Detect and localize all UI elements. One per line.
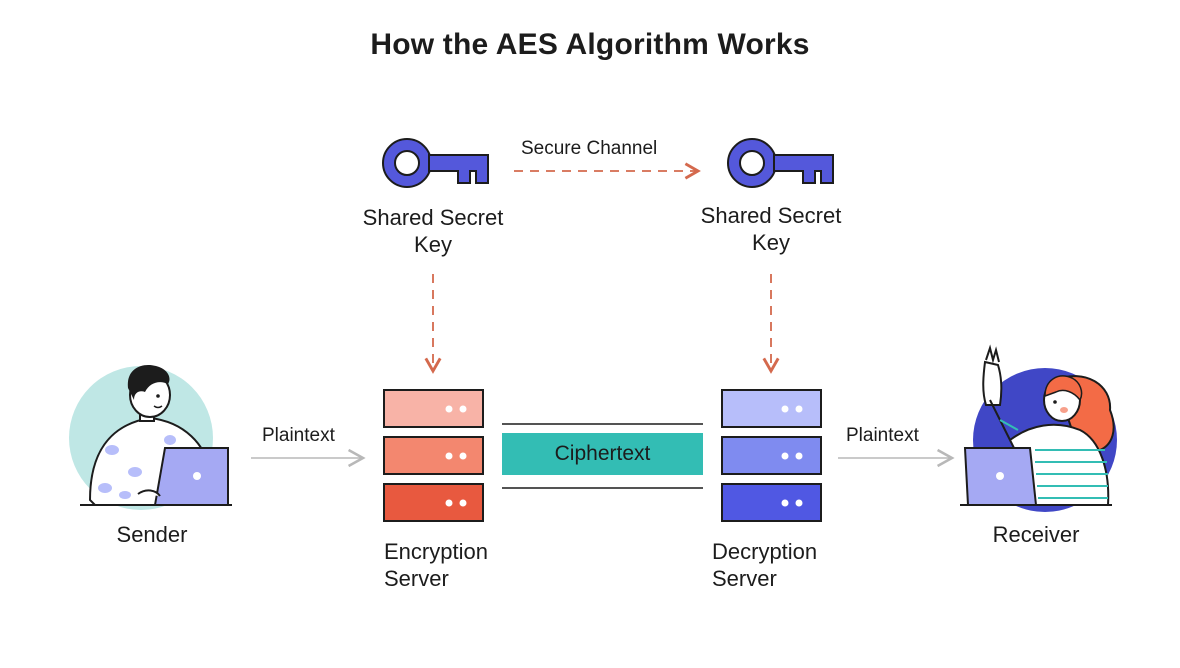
shared-secret-key-right-line2: Key [752, 230, 790, 255]
secure-channel-label: Secure Channel [521, 138, 658, 159]
encryption-server-line1: Encryption [384, 539, 488, 564]
receiver-label: Receiver [992, 522, 1080, 547]
shared-secret-key-left-line2: Key [414, 232, 452, 257]
shared-secret-key-right-line1: Shared Secret [700, 203, 842, 228]
shared-secret-key-label-right: Shared Secret Key [671, 202, 871, 256]
key-icon-right [727, 138, 834, 188]
ciphertext-channel [502, 423, 703, 489]
decryption-server-label: Decryption Server [712, 538, 817, 592]
plaintext-label-right: Plaintext [846, 425, 919, 446]
key-icon-left [382, 138, 489, 188]
plaintext-label-left: Plaintext [262, 425, 335, 446]
decryption-server-line2: Server [712, 566, 777, 591]
shared-secret-key-label-left: Shared Secret Key [333, 204, 533, 258]
ciphertext-label: Ciphertext [554, 442, 651, 465]
encryption-server-label: Encryption Server [384, 538, 488, 592]
page-title: How the AES Algorithm Works [370, 28, 810, 61]
decryption-server-line1: Decryption [712, 539, 818, 564]
sender-label: Sender [116, 522, 188, 547]
decryption-server-icon [721, 389, 822, 522]
sender-illustration [69, 364, 232, 510]
encryption-server-icon [383, 389, 484, 522]
receiver-illustration [960, 344, 1117, 512]
shared-secret-key-left-line1: Shared Secret [362, 205, 504, 230]
encryption-server-line2: Server [384, 566, 449, 591]
